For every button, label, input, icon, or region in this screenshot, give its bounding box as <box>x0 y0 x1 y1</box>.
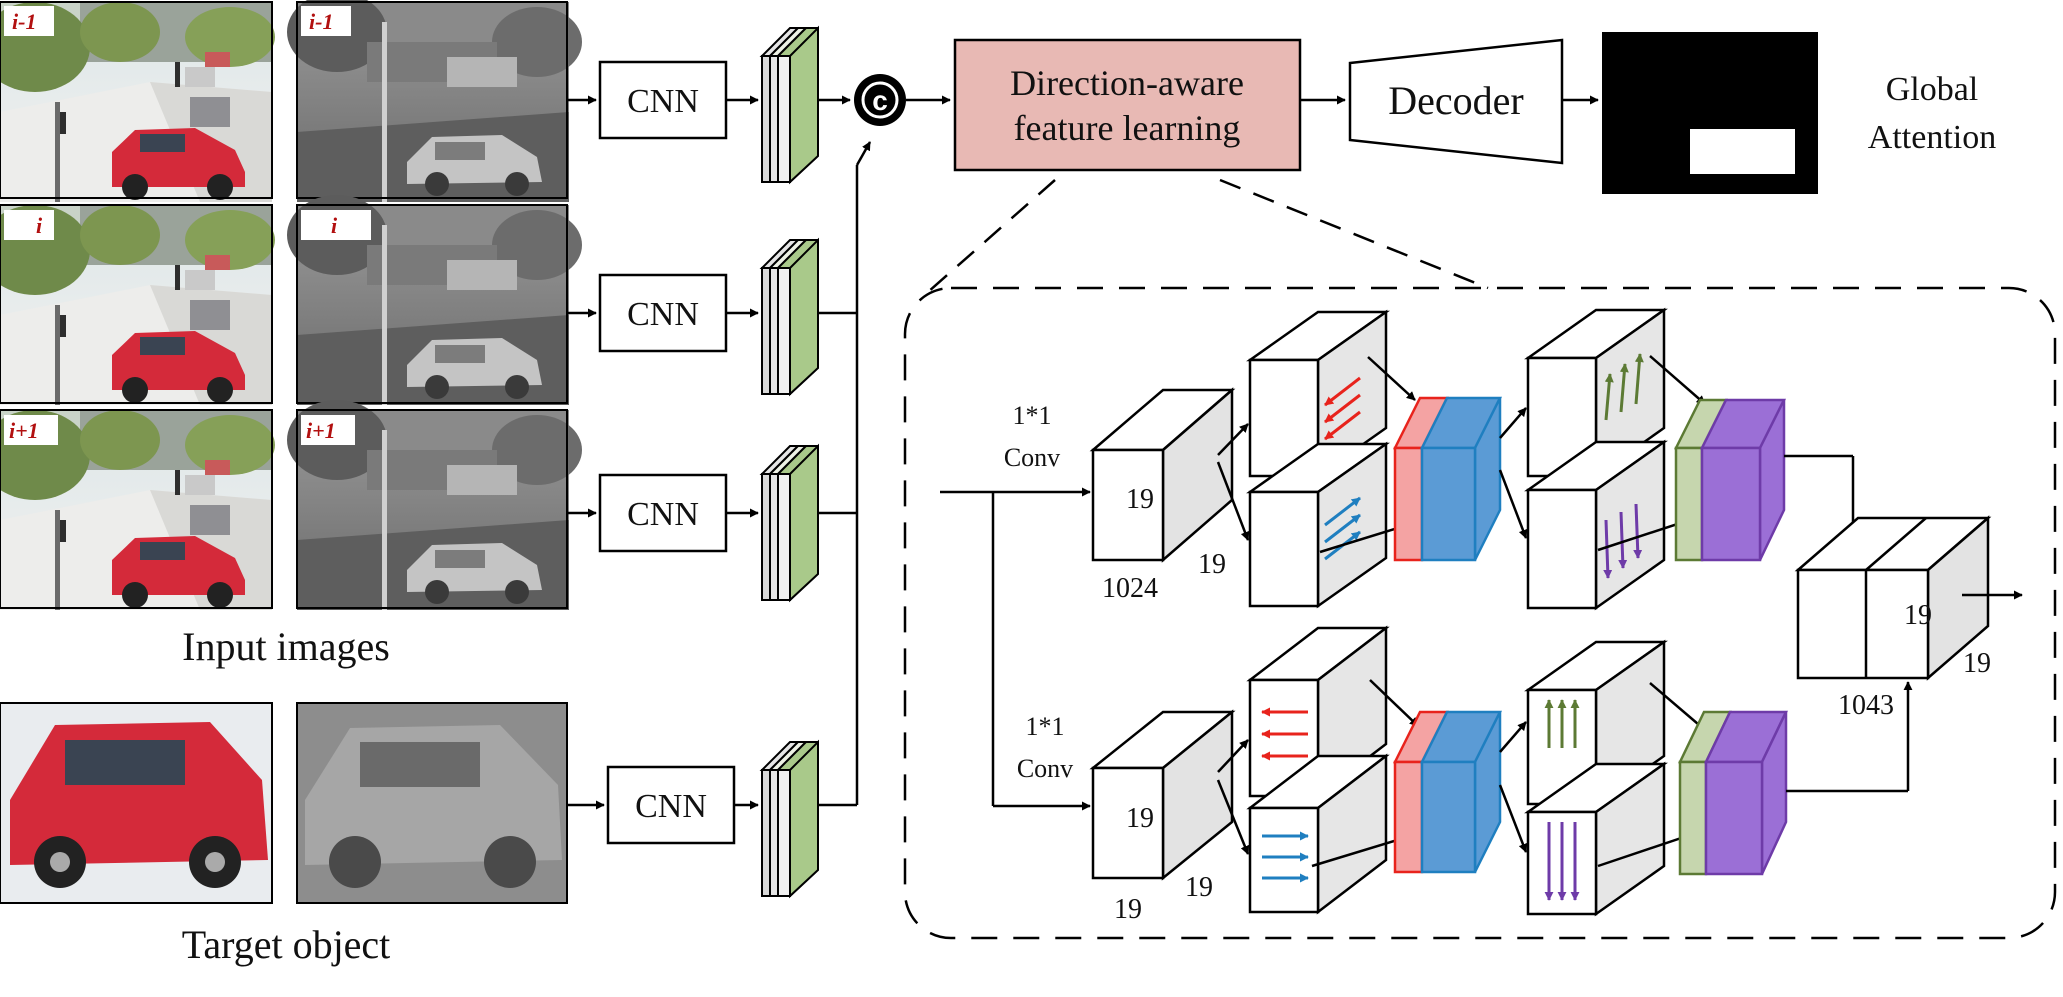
feature-cube-top <box>1089 387 1236 563</box>
target-object-color <box>0 702 273 904</box>
target-object-caption: Target object <box>182 922 391 967</box>
cube-top-width: 19 <box>1198 549 1226 580</box>
cube-top-channels: 1024 <box>1102 573 1158 604</box>
direction-arrow <box>1324 410 1361 441</box>
output-cube-channels: 1043 <box>1838 690 1894 721</box>
top-second-split <box>1498 407 1528 539</box>
cnn-branch-3: CNN <box>568 445 819 601</box>
bottom-second-split <box>1498 721 1528 853</box>
frame-label-prev-gray: i-1 <box>309 9 333 34</box>
direction-block-up-top <box>1524 307 1668 479</box>
feature-cube-bottom <box>1089 709 1236 881</box>
input-frame-cur-gray: i <box>287 195 582 405</box>
detail-panel <box>903 286 2057 940</box>
conv-label-top-2: Conv <box>1004 443 1060 472</box>
feature-map-stack <box>761 27 819 183</box>
cnn-box <box>598 273 728 353</box>
detail-input-lines <box>940 487 1091 811</box>
label-text: CNN <box>635 788 707 825</box>
output-cube-width: 19 <box>1963 648 1991 679</box>
frame-label-prev: i-1 <box>12 9 36 34</box>
label-text: CNN <box>627 496 699 533</box>
concat-block-green-purple-top <box>1673 398 1787 562</box>
decoder-block: Decoder <box>1348 38 1564 165</box>
direction-arrow <box>1324 376 1361 407</box>
frame-label-cur: i <box>36 213 43 238</box>
direction-arrow <box>1619 363 1629 413</box>
input-frame-next-color: i+1 <box>0 409 275 610</box>
input-images-caption: Input images <box>182 624 390 669</box>
direction-block-bottom-right <box>1246 753 1390 915</box>
direction-arrow <box>1324 496 1361 527</box>
input-frame-prev-color: i-1 <box>0 1 275 202</box>
concat-block-top <box>1392 396 1503 562</box>
cnn-box <box>598 60 728 140</box>
concat-connectors <box>818 95 872 807</box>
direction-block-top-right <box>1246 441 1390 609</box>
input-frame-cur-color: i <box>0 204 275 405</box>
cnn-branch-target: CNN <box>568 741 819 897</box>
feature-map-stack <box>761 445 819 601</box>
cube-bottom-depth: 19 <box>1126 803 1154 834</box>
dafl-label-line1: Direction-aware <box>1010 63 1244 103</box>
feature-map-stack <box>761 741 819 897</box>
target-object-gray <box>296 702 568 904</box>
cube-top-depth: 19 <box>1126 484 1154 515</box>
conv-label-bottom-2: Conv <box>1017 754 1073 783</box>
label-text: CNN <box>627 83 699 120</box>
cnn-box <box>598 473 728 553</box>
feature-map-stack <box>761 239 819 395</box>
zoom-lines <box>927 178 1489 293</box>
direction-arrow <box>1604 373 1614 421</box>
output-label-line1: Global <box>1886 71 1979 108</box>
cnn-box <box>606 765 736 845</box>
concat-icon: c <box>872 85 888 116</box>
global-attention-map <box>1602 32 1818 194</box>
output-cube-depth: 19 <box>1904 600 1932 631</box>
direction-aware-feature-learning-box: Direction-aware feature learning <box>953 38 1302 172</box>
conv-label-top-1: 1*1 <box>1013 401 1052 430</box>
bottom-split-arrows <box>1216 739 1250 855</box>
cnn-branch-2: CNN <box>568 239 819 395</box>
frame-label-cur-gray: i <box>331 213 338 238</box>
direction-arrow <box>1633 503 1643 559</box>
conv-label-bottom-1: 1*1 <box>1026 712 1065 741</box>
concat-block-green-purple-bottom <box>1678 710 1788 876</box>
direction-arrow <box>1618 511 1628 569</box>
cube-bottom-channels: 19 <box>1114 894 1142 925</box>
input-frame-prev-gray: i-1 <box>287 0 582 202</box>
direction-block-down-bottom <box>1524 761 1668 917</box>
output-cube <box>1794 515 1992 681</box>
top-split-arrows <box>1216 423 1250 541</box>
frame-label-next: i+1 <box>9 418 39 443</box>
frame-label-next-gray: i+1 <box>306 418 336 443</box>
dafl-label-line2: feature learning <box>1014 108 1241 148</box>
cube-bottom-width: 19 <box>1185 872 1213 903</box>
output-label-line2: Attention <box>1868 119 1996 156</box>
concat-block-bottom <box>1392 710 1503 874</box>
concat-circle: c <box>854 74 906 126</box>
direction-arrow <box>1634 353 1644 405</box>
input-frame-next-gray: i+1 <box>287 400 582 610</box>
direction-arrow <box>1324 393 1361 424</box>
cnn-branch-1: CNN <box>568 27 819 183</box>
direction-arrow <box>1324 513 1361 544</box>
decoder-label: Decoder <box>1388 78 1523 123</box>
direction-block-down-top <box>1524 439 1668 611</box>
direction-arrow <box>1603 519 1613 579</box>
label-text: CNN <box>627 296 699 333</box>
